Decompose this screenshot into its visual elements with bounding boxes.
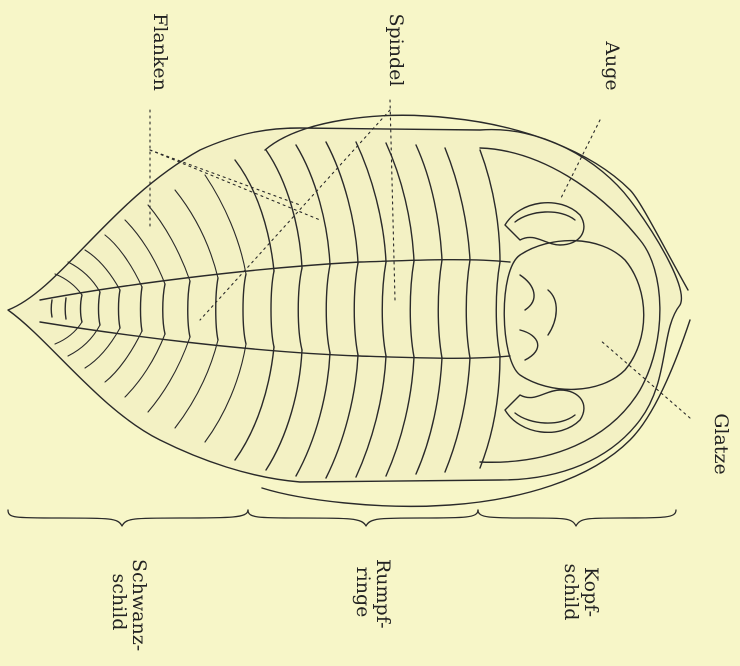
brace-rumpfringe [248, 510, 478, 526]
label-spindel: Spindel [381, 9, 405, 91]
label-glatze: Glatze [706, 409, 730, 479]
label-kopfschild: Kopf- schild [556, 562, 600, 622]
braces [8, 510, 676, 526]
label-schwanzschild: Schwanz- schild [104, 559, 148, 645]
label-auge: Auge [597, 37, 621, 95]
label-flanken: Flanken [145, 7, 169, 97]
brace-kopfschild [478, 510, 676, 526]
label-rumpfringe: Rumpf- ringe [348, 559, 392, 625]
brace-schwanzschild [8, 510, 248, 526]
